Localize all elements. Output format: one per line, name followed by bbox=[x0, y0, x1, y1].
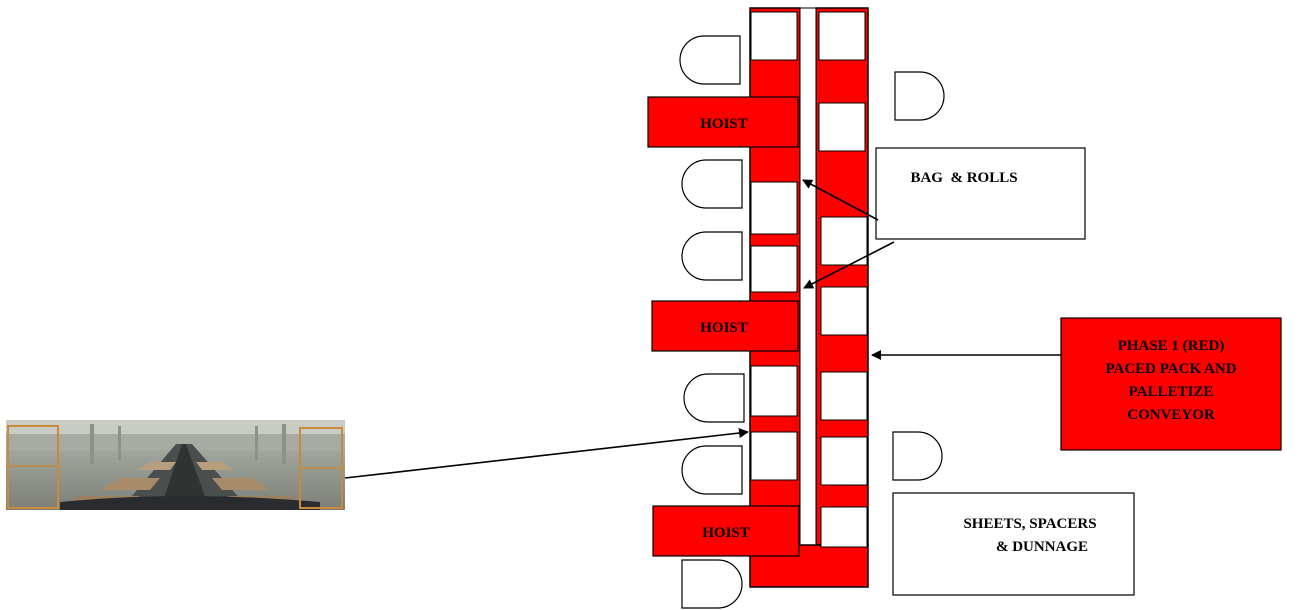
phase1-line: PHASE 1 (RED) bbox=[1118, 338, 1225, 354]
hoist-label: HOIST bbox=[700, 320, 748, 336]
pallet bbox=[750, 365, 798, 417]
workstation-icon bbox=[681, 231, 743, 281]
phase1-callout: PHASE 1 (RED) PACED PACK AND PALLETIZE C… bbox=[1060, 317, 1282, 451]
phase1-line: PALLETIZE bbox=[1129, 384, 1214, 400]
bag-rolls-arrow-2 bbox=[803, 241, 895, 289]
hoist-bottom: HOIST bbox=[652, 505, 800, 557]
hoist-top: HOIST bbox=[647, 96, 799, 148]
pallet bbox=[820, 216, 868, 266]
sheets-line: & DUNNAGE bbox=[996, 539, 1088, 555]
bag-rolls-callout: BAG & ROLLS bbox=[875, 147, 1086, 240]
pallet bbox=[820, 371, 868, 421]
photo-arrow bbox=[344, 428, 749, 479]
phase1-line: CONVEYOR bbox=[1127, 407, 1215, 423]
pallet bbox=[750, 245, 798, 293]
conveyor-photo bbox=[6, 420, 345, 510]
pallet bbox=[818, 102, 866, 152]
workstation-icon bbox=[892, 431, 943, 481]
pallet bbox=[820, 436, 868, 486]
sheets-callout: SHEETS, SPACERS & DUNNAGE bbox=[892, 492, 1135, 596]
workstation-icon bbox=[894, 71, 945, 121]
sheets-line: SHEETS, SPACERS bbox=[963, 516, 1096, 532]
workstations bbox=[679, 35, 945, 609]
pallet bbox=[750, 431, 798, 481]
right-lane-pallets bbox=[818, 11, 868, 548]
pallet bbox=[750, 11, 798, 61]
hoist-middle: HOIST bbox=[651, 300, 799, 352]
pallet bbox=[818, 11, 866, 61]
pallet bbox=[820, 286, 868, 336]
center-channel bbox=[799, 7, 817, 546]
pallet bbox=[750, 181, 798, 235]
workstation-icon bbox=[683, 373, 745, 423]
workstation-icon bbox=[681, 159, 743, 209]
leader-arrows bbox=[344, 179, 1061, 479]
hoist-label: HOIST bbox=[702, 525, 750, 541]
bag-rolls-label: BAG & ROLLS bbox=[910, 170, 1017, 186]
workstation-icon bbox=[681, 559, 743, 609]
pallet bbox=[820, 506, 868, 548]
workstation-icon bbox=[681, 445, 743, 495]
hoist-label: HOIST bbox=[700, 116, 748, 132]
bag-rolls-arrow-1 bbox=[802, 179, 879, 221]
phase1-line: PACED PACK AND bbox=[1105, 361, 1236, 377]
workstation-icon bbox=[679, 35, 741, 85]
